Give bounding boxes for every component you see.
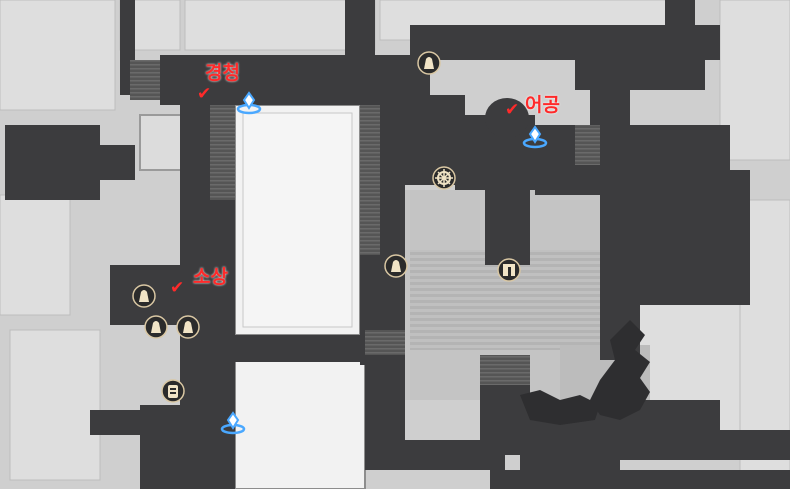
npc-bell-icon[interactable] [416,50,442,76]
npc-bell-icon[interactable] [175,314,201,340]
teleport-waypoint-icon[interactable] [220,410,246,436]
teleport-waypoint-icon[interactable] [522,124,548,150]
chest-icon[interactable] [160,378,186,404]
label-eogong: 어공 [525,94,560,116]
label-sosang: 소상 [193,266,228,288]
check-mark-gyeongcheong: ✔ [197,84,212,104]
door-icon[interactable] [496,257,522,283]
label-gyeongcheong: 경청 [205,62,240,84]
check-mark-eogong: ✔ [505,100,520,120]
teleport-waypoint-icon[interactable] [236,90,262,116]
npc-bell-icon[interactable] [383,253,409,279]
npc-bell-icon[interactable] [131,283,157,309]
check-mark-sosang: ✔ [170,278,185,298]
npc-bell-icon[interactable] [143,314,169,340]
domain-wheel-icon[interactable] [431,165,457,191]
building-south [234,359,366,489]
